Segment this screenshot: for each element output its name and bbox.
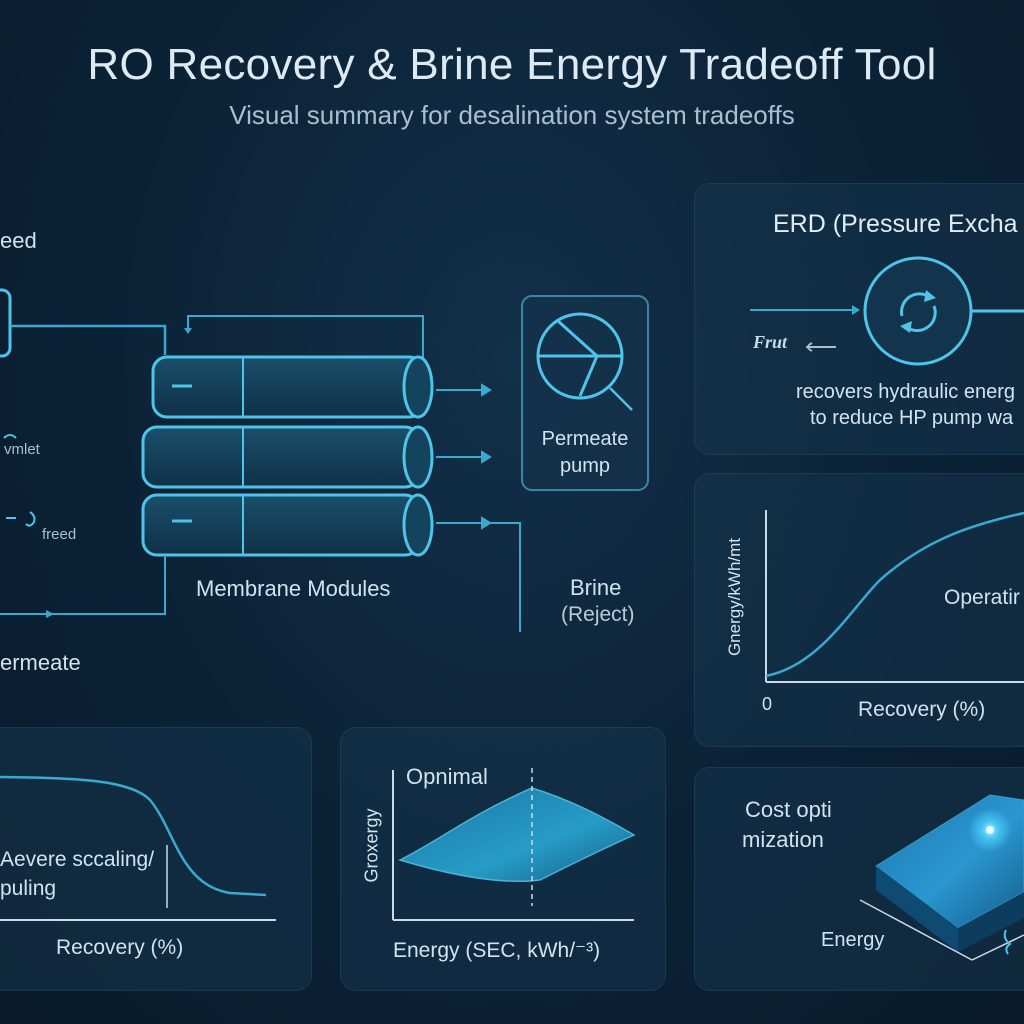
erd-title: ERD (Pressure Excha	[773, 210, 1018, 238]
freed-squiggle-icon	[6, 511, 36, 527]
feed-line	[10, 324, 167, 355]
feed-label: eed	[0, 228, 37, 253]
brine-outlet-line	[490, 522, 521, 632]
inlet-label: vmlet	[4, 441, 40, 458]
scaling-panel	[0, 727, 312, 991]
scaling-curve-chart	[0, 775, 276, 921]
energy-curve-line	[765, 511, 1024, 678]
optimal-xlabel: Energy (SEC, kWh/⁻³)	[393, 939, 601, 962]
permeate-line	[0, 555, 166, 615]
permeate-pump-label: Permeate pump	[541, 428, 629, 477]
bypass-line	[187, 315, 424, 358]
page-title: RO Recovery & Brine Energy Tradeoff Tool	[87, 40, 937, 89]
operating-point-label: Operatir	[944, 586, 1020, 609]
pump-gauge-icon	[536, 312, 633, 411]
energy-curve-panel	[694, 473, 1024, 747]
scaling-xlabel: Recovery (%)	[56, 936, 184, 959]
energy-curve-chart	[765, 510, 1024, 683]
energy-curve-xlabel: Recovery (%)	[858, 698, 986, 721]
optimal-ylabel: Groxergy	[361, 808, 382, 883]
cost-energy-label: Energy	[821, 929, 885, 951]
scaling-curve-line	[0, 775, 267, 897]
optimal-surface-chart	[392, 768, 636, 921]
erd-desc-line2: to reduce HP pump wa	[810, 407, 1014, 429]
inlet-squiggle-icon	[3, 434, 17, 439]
feed-unit-box	[0, 288, 12, 358]
membrane-modules-label: Membrane Modules	[196, 576, 391, 601]
cost-title-line1: Cost opti	[745, 797, 832, 822]
outlet-arrows	[436, 383, 492, 530]
page-subtitle: Visual summary for desalination system t…	[229, 100, 795, 130]
brine-reject-label: (Reject)	[561, 603, 635, 626]
brine-label: Brine	[570, 575, 622, 600]
optimal-title: Opnimal	[406, 764, 488, 789]
cost-title-line2: mization	[742, 827, 824, 852]
erd-desc-line1: recovers hydraulic energ	[796, 381, 1015, 403]
permeate-pump-box	[521, 295, 649, 491]
energy-curve-ylabel: Gnergy/kWh/mt	[725, 537, 744, 657]
scaling-annotation-line1: Aevere sccaling/	[0, 848, 155, 871]
pressure-exchanger-icon	[863, 256, 973, 366]
optimal-surface	[397, 787, 636, 883]
erd-flow-label: Frut	[753, 332, 788, 352]
membrane-module-3	[141, 493, 434, 557]
cost-optimization-block	[859, 794, 1024, 961]
membrane-module-1	[151, 355, 434, 419]
permeate-label: ermeate	[0, 650, 81, 675]
membrane-module-2	[141, 425, 434, 489]
scaling-annotation-line2: puling	[0, 877, 57, 900]
energy-curve-origin: 0	[762, 694, 773, 714]
freed-label: freed	[42, 526, 77, 543]
